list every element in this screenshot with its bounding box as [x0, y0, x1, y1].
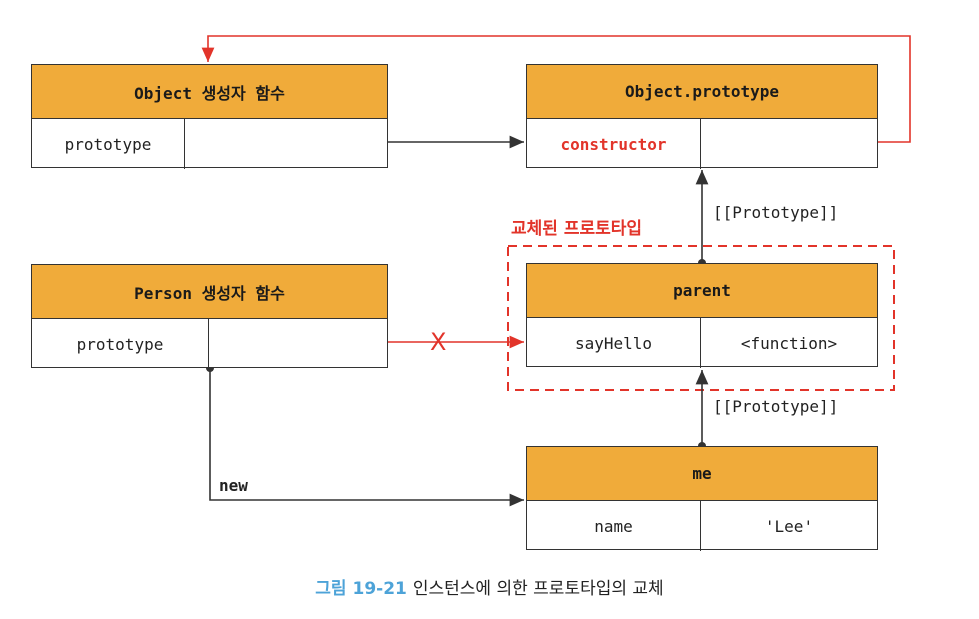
parent-title: parent [527, 264, 877, 318]
parent-sayhello-value: <function> [740, 333, 838, 353]
figure-caption-number: 그림 19-21 [315, 579, 407, 599]
object-constructor-prototype-label: prototype [32, 119, 185, 169]
object-constructor-prototype-value [185, 119, 387, 169]
person-constructor-title: Person 생성자 함수 [32, 265, 387, 319]
me-name-value: 'Lee' [764, 516, 814, 536]
object-constructor-title: Object 생성자 함수 [32, 65, 387, 119]
figure-caption-text: 인스턴스에 의한 프로토타입의 교체 [412, 579, 664, 599]
object-prototype-constructor-value [701, 119, 877, 169]
cross-mark: X [430, 328, 447, 356]
parent-sayhello-label: sayHello [527, 318, 701, 368]
object-constructor-box: Object 생성자 함수 prototype [31, 64, 388, 169]
prototype-link-label-top: [[Prototype]] [713, 203, 839, 222]
new-label: new [219, 476, 248, 495]
prototype-link-label-bottom: [[Prototype]] [713, 397, 839, 416]
object-prototype-constructor-label: constructor [527, 119, 701, 169]
person-constructor-prototype-value [209, 319, 387, 369]
parent-box: parent sayHello <function> [526, 263, 878, 368]
person-constructor-box: Person 생성자 함수 prototype [31, 264, 388, 369]
arrow-new [209, 368, 524, 507]
replaced-prototype-highlight [507, 245, 895, 391]
me-name-label: name [527, 501, 701, 551]
me-box: me name 'Lee' [526, 446, 878, 551]
me-title: me [527, 447, 877, 501]
object-prototype-box: Object.prototype constructor [526, 64, 878, 169]
person-constructor-prototype-label: prototype [32, 319, 209, 369]
replaced-prototype-label: 교체된 프로토타입 [511, 219, 643, 239]
object-prototype-title: Object.prototype [527, 65, 877, 119]
